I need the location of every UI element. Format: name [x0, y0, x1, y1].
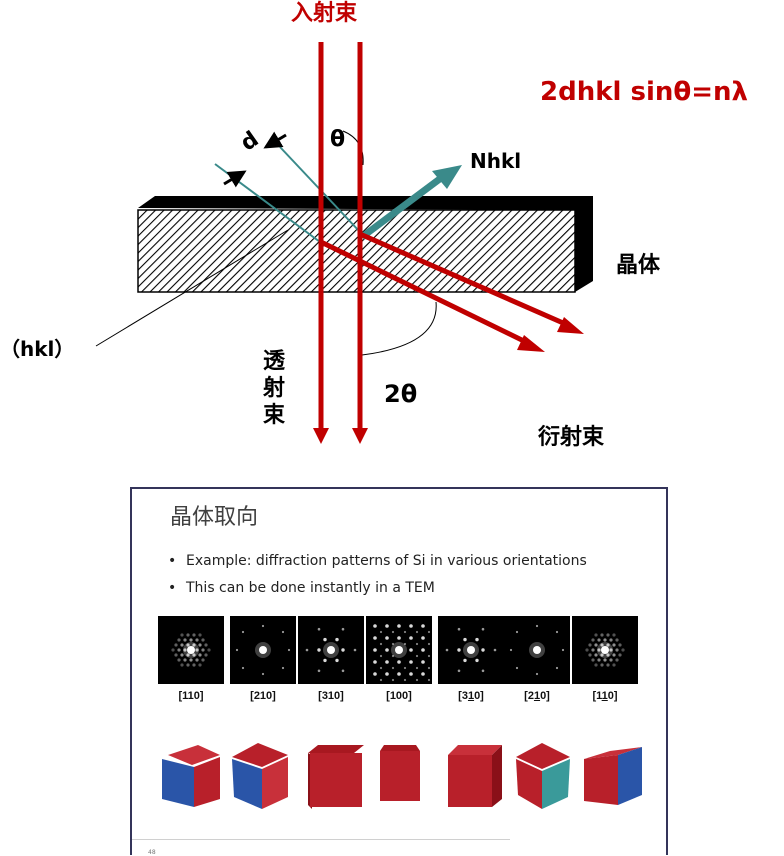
plane-pointer-line: [95, 229, 289, 347]
page-number: 48: [148, 849, 156, 855]
orientation-cube: [516, 743, 570, 809]
diffracted-beam-2: [358, 231, 572, 329]
beam-right-arrowhead: [352, 428, 368, 444]
bragg-formula: 2dhkl sinθ=nλ: [540, 77, 748, 107]
plane-label: （hkl）: [0, 337, 74, 361]
pattern-label: [100]: [386, 690, 412, 702]
theta-label: θ: [330, 127, 345, 152]
diffraction-pattern-310: [298, 616, 364, 684]
bragg-diagram: 入射束 2dhkl sinθ=nλ d θ Nhkl 晶体 （hkl） 2θ 衍…: [0, 0, 748, 450]
pattern-label: [210]: [250, 690, 276, 702]
incident-beam-label: 入射束: [291, 0, 358, 26]
bullet-item: This can be done instantly in a TEM: [168, 580, 587, 596]
svg-text:射: 射: [262, 375, 285, 401]
diffraction-pattern-3-10: [438, 616, 504, 684]
crystal-label: 晶体: [616, 253, 661, 278]
bullet-item: Example: diffraction patterns of Si in v…: [168, 553, 587, 569]
orientation-cube: [584, 747, 642, 805]
slide-title: 晶体取向: [170, 505, 259, 530]
orientation-cube: [448, 745, 502, 807]
normal-arrow: [359, 175, 444, 240]
pattern-label: [110]: [178, 690, 204, 702]
svg-text:束: 束: [263, 402, 286, 428]
crystal-slab: [137, 196, 593, 293]
diffracted-beam-1: [319, 239, 532, 347]
diffraction-pattern-2-10: [504, 616, 570, 684]
pattern-label: [210]: [524, 690, 550, 702]
d-arrow-right: [263, 131, 287, 149]
diffracted-beam-1-arrowhead: [517, 335, 545, 352]
beam-left-arrowhead: [313, 428, 329, 444]
orientation-cube: [162, 745, 220, 807]
orientation-cube: [308, 745, 364, 809]
d-arrow-left: [223, 170, 247, 188]
pattern-label: [310]: [318, 690, 344, 702]
two-theta-arc: [361, 301, 437, 356]
two-theta-label: 2θ: [384, 380, 417, 408]
diffraction-pattern-100: [366, 616, 432, 684]
d-label: d: [236, 127, 263, 157]
normal-arrowhead: [432, 165, 462, 189]
normal-label: Nhkl: [470, 149, 521, 173]
orientation-cube: [380, 745, 420, 801]
orientation-cube: [232, 743, 288, 809]
diffraction-pattern-110: [158, 616, 224, 684]
transmitted-beam-label: 透 射 束: [262, 349, 286, 428]
footer-divider: [132, 839, 510, 840]
svg-text:透: 透: [263, 349, 286, 374]
diffraction-pattern-1-10: [572, 616, 638, 684]
pattern-label: [110]: [592, 690, 618, 702]
orientation-cubes: [162, 743, 642, 809]
diffracted-beam-label: 衍射束: [538, 424, 605, 450]
diffraction-patterns: [110] [210] [310] [100] [310] [210] [110…: [158, 616, 642, 702]
diffracted-beam-2-arrowhead: [557, 317, 584, 334]
slide-panel: 晶体取向 Example: diffraction patterns of Si…: [130, 487, 668, 855]
bullet-list: Example: diffraction patterns of Si in v…: [168, 553, 587, 607]
diffraction-pattern-210: [230, 616, 296, 684]
pattern-label: [310]: [458, 690, 484, 702]
